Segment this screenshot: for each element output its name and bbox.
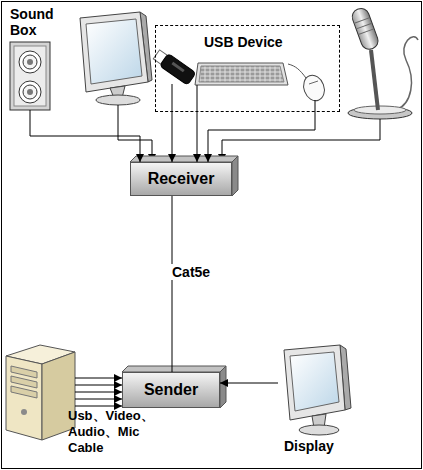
server-illustration-part: [21, 409, 27, 415]
display-illustration: [284, 345, 351, 435]
server-cable-part: [75, 385, 122, 386]
receiver-box: Receiver: [130, 162, 232, 196]
box-3d-face: [122, 156, 238, 408]
node-label: USB Device: [204, 34, 283, 50]
monitor-illustration: [80, 12, 152, 105]
monitor-illustration-part: [86, 19, 142, 84]
microphone-illustration-part: [396, 37, 418, 110]
device-group-box: USB Device: [155, 25, 340, 112]
node-label: Display: [284, 438, 334, 454]
node-label: Sound Box: [10, 6, 56, 38]
speaker-illustration-part: [23, 85, 37, 99]
server-illustration-part: [11, 376, 37, 388]
signal-wire-part: [222, 119, 380, 162]
signal-arrow: [220, 383, 278, 384]
server-cable: [75, 378, 122, 406]
keyboard-illustration: [195, 63, 288, 85]
mouse-illustration: [288, 64, 328, 104]
microphone-illustration-part: [348, 107, 412, 119]
signal-arrow: [208, 112, 315, 162]
speaker-illustration-part: [14, 46, 46, 106]
mouse-cable: [315, 100, 316, 112]
microphone-illustration-part-part: [350, 6, 380, 51]
microphone-illustration-part-part: [355, 18, 369, 23]
signal-arrow: [30, 110, 140, 162]
server-cable-part: [75, 378, 122, 379]
speaker-illustration-part: [23, 55, 37, 69]
signal-wire-part: [118, 105, 152, 162]
mouse-illustration-part: [300, 72, 328, 103]
signal-wire: [118, 105, 380, 162]
signal-arrow: [172, 112, 173, 162]
mouse-illustration-part: [288, 64, 306, 78]
keyboard-cable: [197, 85, 198, 112]
keyboard-illustration-part: [199, 66, 284, 82]
microphone-illustration-part: [350, 6, 380, 51]
monitor-illustration-part: [96, 95, 140, 105]
box-3d-face-part: [232, 156, 238, 196]
server-cable-part: [75, 406, 122, 407]
signal-arrow: [197, 112, 198, 162]
device-node: Sound Box: [8, 4, 54, 110]
usb-stick-illustration-part: [160, 53, 196, 85]
server-illustration-part: [11, 366, 37, 378]
server-illustration-part: [6, 356, 42, 440]
mouse-illustration-part: [309, 81, 318, 84]
display-illustration-part: [284, 345, 345, 420]
speaker-illustration-part: [27, 89, 33, 95]
usb-stick-cable: [172, 84, 173, 112]
usb-stick-illustration: [152, 48, 196, 85]
monitor-illustration-part: [80, 12, 148, 92]
speaker-illustration-part: [10, 42, 50, 110]
microphone-illustration: [348, 6, 418, 119]
usb-stick-illustration-part: [171, 62, 184, 72]
box-3d-face-part: [220, 366, 226, 408]
server-illustration-part: [11, 386, 37, 398]
node-label: Receiver: [148, 170, 215, 188]
microphone-illustration-part: [354, 106, 406, 114]
display-illustration-part: [290, 352, 339, 411]
microphone-illustration-part: [371, 50, 378, 110]
microphone-illustration-part-part: [359, 29, 373, 34]
speaker-illustration: [10, 42, 50, 110]
server-cable-part: [75, 392, 122, 393]
server-illustration: [6, 345, 75, 440]
cable-label: Cat5e: [171, 264, 211, 280]
speaker-illustration-part: [27, 59, 33, 65]
display-node: Display: [278, 345, 354, 457]
microphone-illustration-part-part: [357, 24, 371, 29]
sender-box: Sender: [122, 372, 220, 408]
server-cable-part: [75, 399, 122, 400]
speaker-illustration-part: [19, 51, 41, 73]
cable-note: Usb、Video、 Audio、Mic Cable: [68, 408, 170, 456]
speaker-illustration-part: [19, 81, 41, 103]
display-illustration-part: [299, 425, 339, 435]
keyboard-illustration-part: [195, 63, 288, 85]
cable-line: [172, 196, 173, 372]
node-label: Sender: [144, 381, 198, 399]
